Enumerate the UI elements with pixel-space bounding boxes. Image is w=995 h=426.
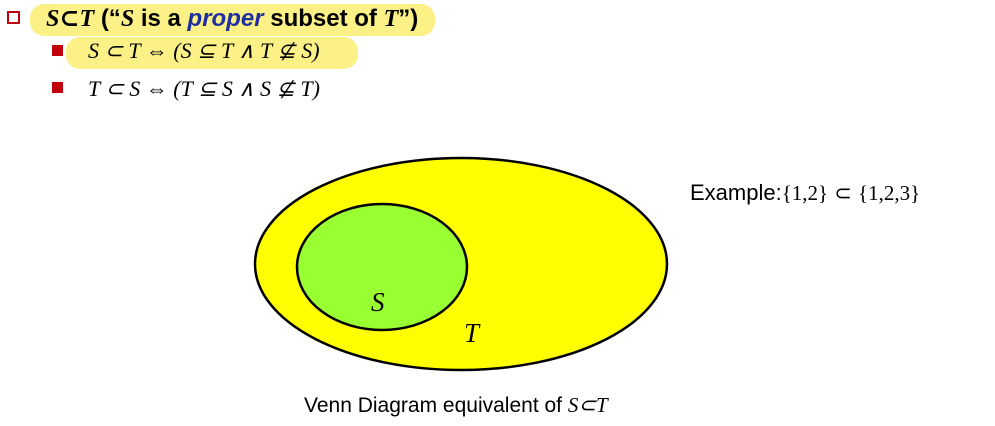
caption-expression: S⊂T [567,393,608,417]
diagram-caption: Venn Diagram equivalent of S⊂T [304,393,608,418]
formula-2-rhs: (T ⊆ S ∧ S ⊈ T) [173,76,320,101]
filled-square-bullet-icon [52,45,63,56]
formula-1-iff: ⇔ [145,38,168,63]
set-s-ellipse [295,202,469,332]
example-subset-symbol: ⊂ [834,181,852,205]
title-open-quote: (“ [100,5,121,32]
example-text: Example:{1,2} ⊂ {1,2,3} [690,180,920,206]
example-set-a: {1,2} [781,181,829,205]
title-subset-of: subset of [263,5,384,32]
title-s: S [46,6,60,32]
title-proper-word: proper [187,5,264,32]
slide-title: S⊂T (“S is a proper subset of T”) [46,3,418,33]
bullet-formula-1: S ⊂ T ⇔ (S ⊆ T ∧ T ⊈ S) [88,38,320,64]
filled-square-bullet-icon [52,82,63,93]
title-t: T [79,6,95,32]
caption-text: Venn Diagram equivalent of [304,394,568,417]
title-close-quote: ”) [398,5,419,32]
set-s-label: S [371,287,385,317]
title-quote-t: T [383,6,399,32]
title-highlight [30,4,435,36]
formula-2-iff: ⇔ [145,76,168,101]
example-label: Example: [690,180,782,205]
example-set-b: {1,2,3} [858,181,921,205]
title-quote-s: S [120,6,135,32]
set-t-label: T [464,318,481,348]
formula-1-rhs: (S ⊆ T ∧ T ⊈ S) [173,38,320,63]
title-subset-symbol: ⊂ [59,6,80,32]
hollow-square-bullet-icon [7,11,20,24]
formula-2-lhs: T ⊂ S [88,76,141,101]
formula-1-lhs: S ⊂ T [88,38,141,63]
title-is-a: is a [134,5,188,32]
bullet-formula-2: T ⊂ S ⇔ (T ⊆ S ∧ S ⊈ T) [88,76,320,102]
bullet-1-highlight [66,37,358,69]
